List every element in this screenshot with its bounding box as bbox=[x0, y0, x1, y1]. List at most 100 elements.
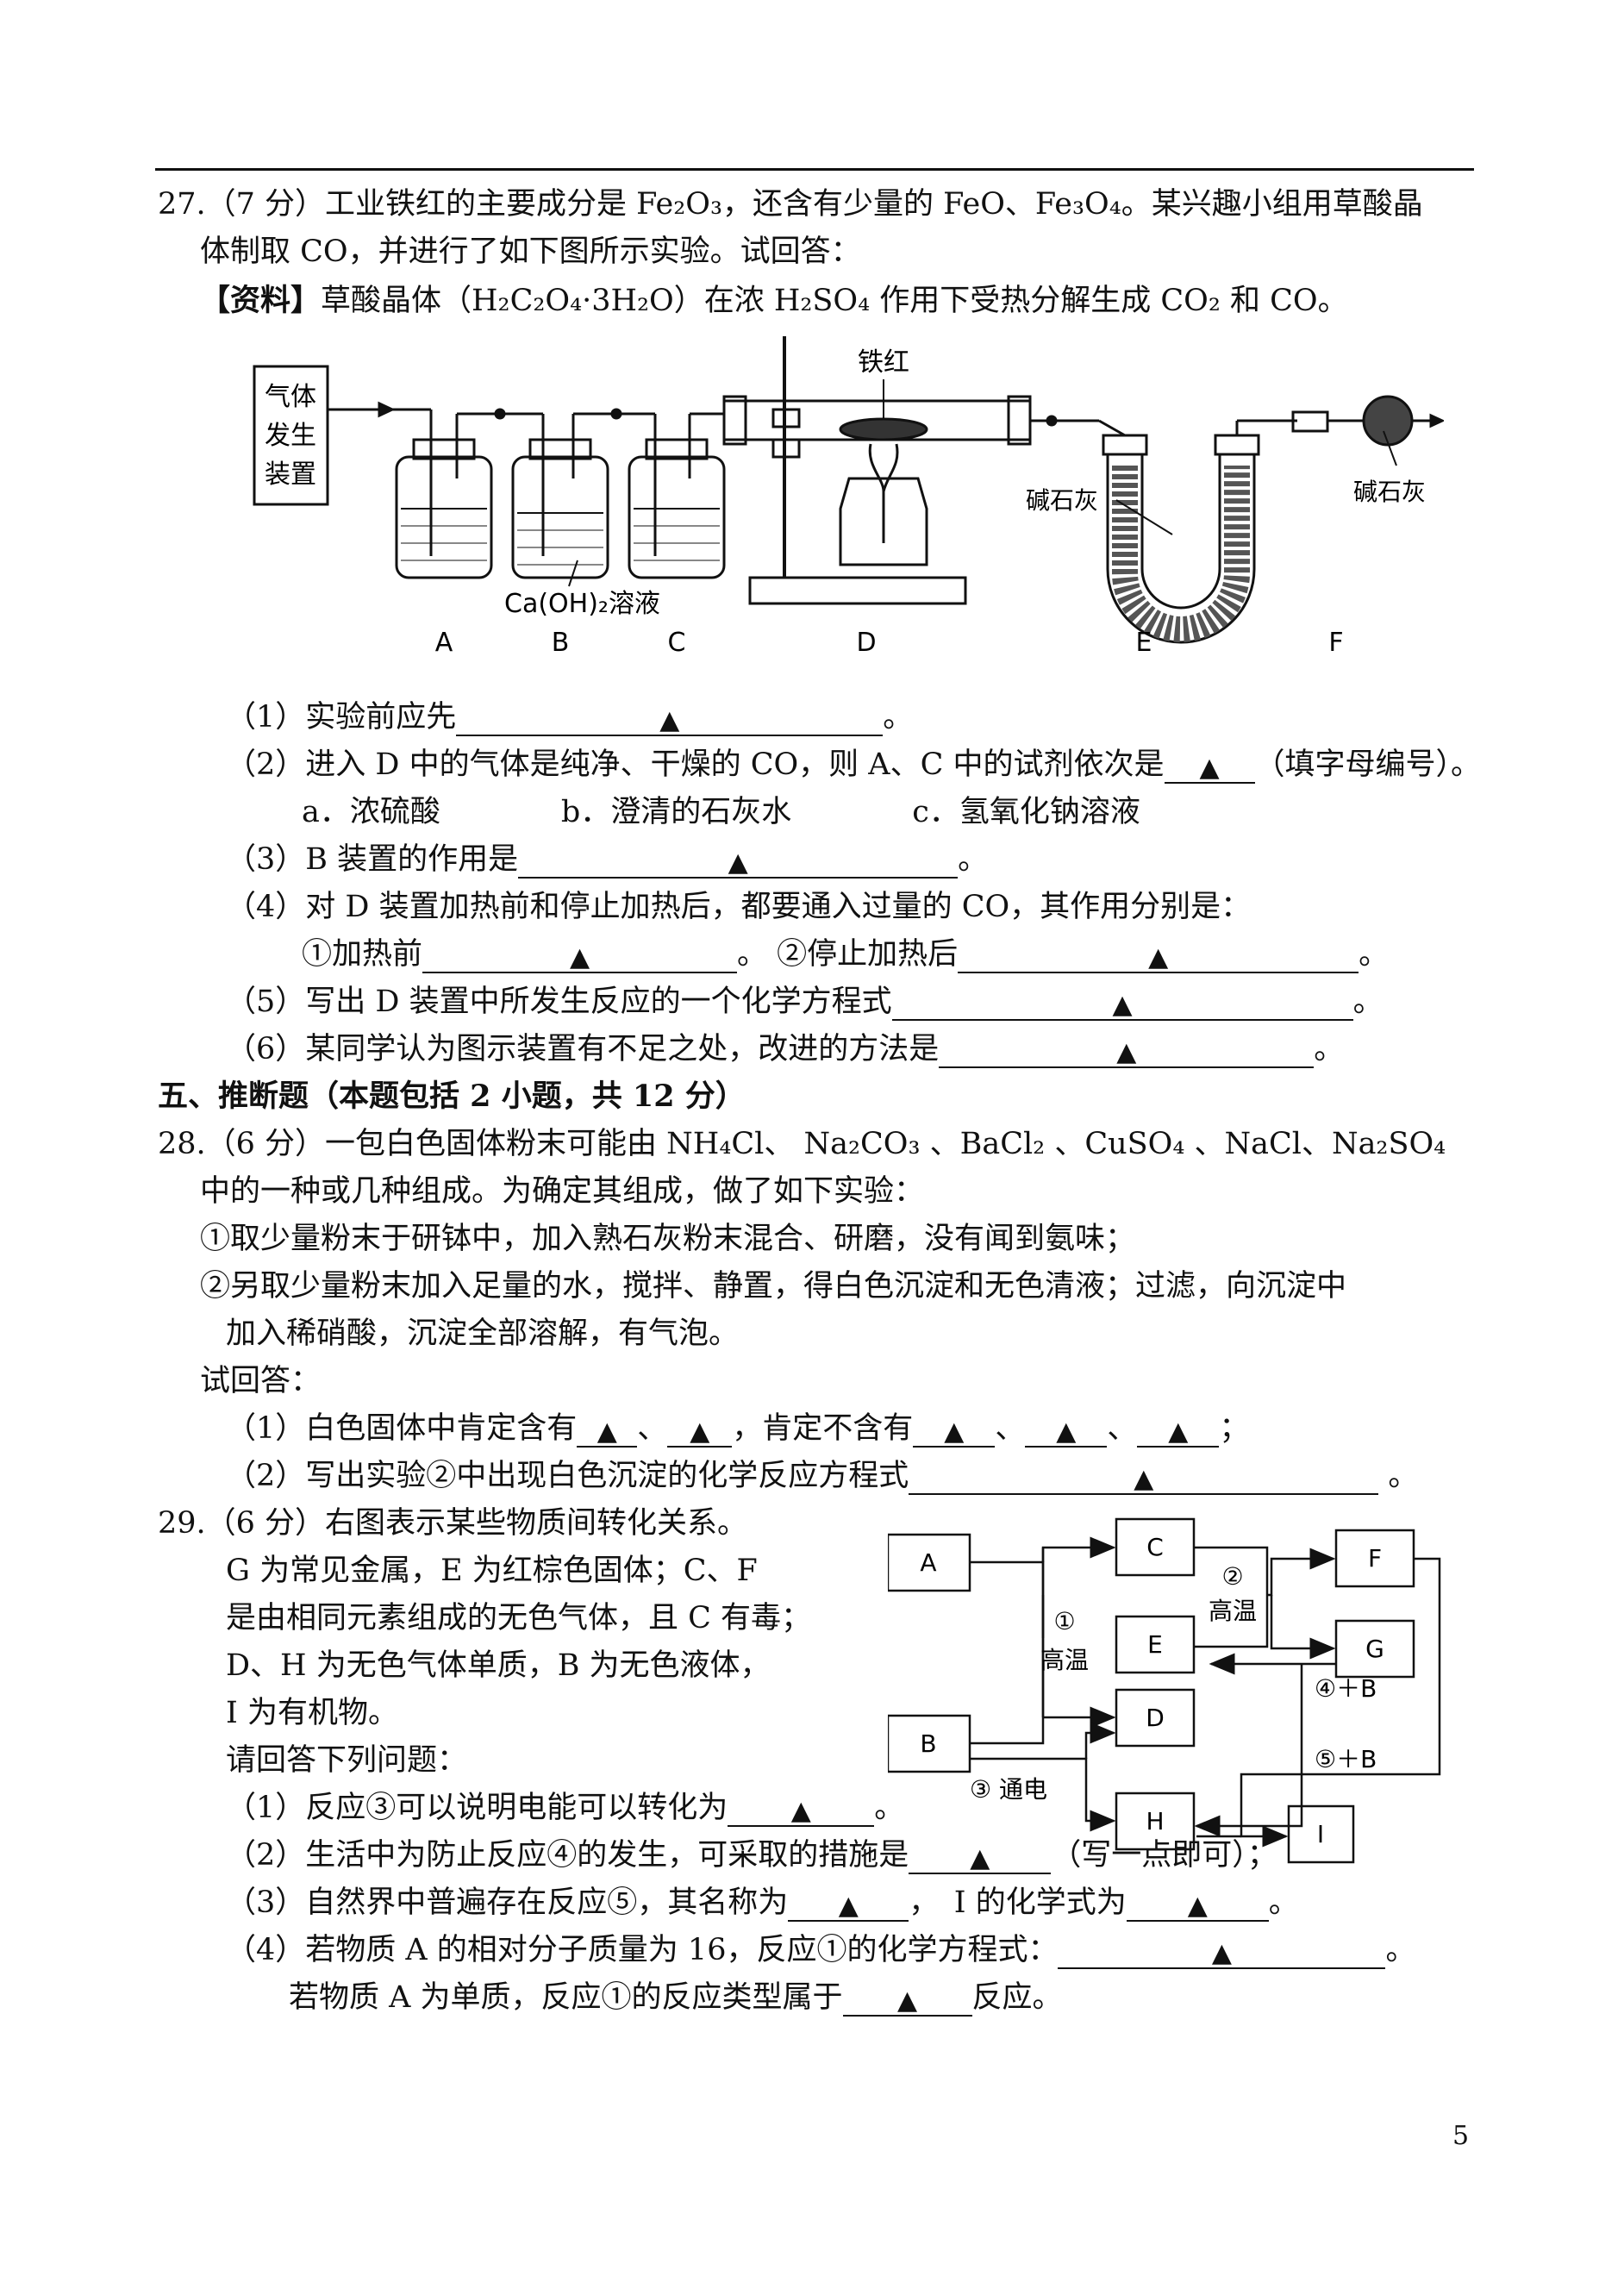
iron-red-label: 铁红 bbox=[858, 347, 909, 378]
label-reaction-5: ⑤＋B bbox=[1315, 1745, 1377, 1773]
q27-s4-parts: ①加热前▲。 ②停止加热后▲。 bbox=[302, 935, 1389, 973]
answer-blank[interactable]: ▲ bbox=[842, 1980, 972, 2017]
soda-lime-e-label: 碱石灰 bbox=[1026, 486, 1098, 515]
triangle-marker: ▲ bbox=[569, 942, 590, 972]
answer-blank[interactable]: ▲ bbox=[958, 937, 1359, 973]
info-tag: 【资料】 bbox=[200, 283, 322, 318]
gas-box-line1: 气体 bbox=[265, 382, 316, 412]
q27-s5: （5）写出 D 装置中所发生反应的一个化学方程式▲。 bbox=[226, 983, 1384, 1021]
triangle-marker: ▲ bbox=[1187, 1891, 1208, 1921]
gas-generator-box bbox=[253, 365, 329, 506]
triangle-marker: ▲ bbox=[970, 1843, 990, 1873]
q27-s1: （1）实验前应先▲。 bbox=[226, 698, 913, 736]
letter-f: F bbox=[1328, 628, 1343, 658]
triangle-marker: ▲ bbox=[896, 1985, 918, 2016]
triangle-marker: ▲ bbox=[597, 1416, 617, 1447]
label-reaction-3: ③ 通电 bbox=[970, 1775, 1047, 1804]
answer-blank[interactable]: ▲ bbox=[913, 1411, 996, 1448]
triangle-marker: ▲ bbox=[1211, 1938, 1232, 1968]
q27-intro-line2: 体制取 CO，并进行了如下图所示实验。试回答： bbox=[200, 235, 861, 269]
bottle-c bbox=[628, 438, 726, 579]
letter-b: B bbox=[552, 628, 570, 658]
answer-blank[interactable]: ▲ bbox=[1126, 1885, 1269, 1922]
caoh2-label: Ca(OH)₂溶液 bbox=[504, 589, 660, 619]
triangle-marker: ▲ bbox=[1112, 990, 1133, 1020]
letter-e: E bbox=[1136, 628, 1152, 658]
q29-line1: 29.（6 分）右图表示某些物质间转化关系。 bbox=[158, 1506, 748, 1541]
letter-c: C bbox=[668, 628, 686, 658]
q29-line4: D、H 为无色气体单质，B 为无色液体， bbox=[226, 1648, 771, 1683]
page-number: 5 bbox=[1452, 2121, 1470, 2151]
box-e bbox=[1115, 1615, 1196, 1674]
label-c: C bbox=[1146, 1533, 1164, 1561]
q28-line4: ②另取少量粉末加入足量的水，搅拌、静置，得白色沉淀和无色清液；过滤，向沉淀中 bbox=[200, 1269, 1347, 1304]
answer-blank[interactable]: ▲ bbox=[1058, 1933, 1386, 1969]
triangle-marker: ▲ bbox=[790, 1796, 811, 1826]
answer-blank[interactable]: ▲ bbox=[788, 1885, 909, 1922]
q27-s4: （4）对 D 装置加热前和停止加热后，都要通入过量的 CO，其作用分别是： bbox=[226, 890, 1252, 924]
gas-box-line2: 发生 bbox=[265, 421, 316, 451]
label-d: D bbox=[1146, 1704, 1165, 1732]
answer-blank[interactable]: ▲ bbox=[909, 1459, 1379, 1495]
label-f: F bbox=[1368, 1544, 1382, 1573]
q27-s6: （6）某同学认为图示装置有不足之处，改进的方法是▲。 bbox=[226, 1030, 1344, 1068]
label-high-temp-1: 高温 bbox=[1040, 1646, 1089, 1674]
answer-blank[interactable]: ▲ bbox=[422, 937, 738, 973]
q29-s3: （3）自然界中普遍存在反应⑤，其名称为▲， I 的化学式为▲。 bbox=[226, 1884, 1299, 1922]
soda-lime-f-label: 碱石灰 bbox=[1353, 478, 1426, 506]
triangle-marker: ▲ bbox=[1199, 753, 1220, 783]
box-g bbox=[1334, 1619, 1415, 1679]
answer-blank[interactable]: ▲ bbox=[1137, 1411, 1220, 1448]
answer-blank[interactable]: ▲ bbox=[909, 1838, 1052, 1874]
label-g: G bbox=[1365, 1635, 1384, 1663]
triangle-marker: ▲ bbox=[944, 1416, 965, 1447]
info-text: 草酸晶体（H₂C₂O₄·3H₂O）在浓 H₂SO₄ 作用下受热分解生成 CO₂ … bbox=[321, 284, 1348, 318]
q28-s1: （1）白色固体中肯定含有▲、▲，肯定不含有▲、▲、▲； bbox=[226, 1410, 1249, 1448]
answer-blank[interactable]: ▲ bbox=[518, 842, 959, 879]
answer-blank[interactable]: ▲ bbox=[891, 985, 1353, 1021]
bottle-b bbox=[511, 438, 609, 579]
answer-blank[interactable]: ▲ bbox=[728, 1791, 875, 1827]
stand-d bbox=[722, 336, 1032, 605]
label-a: A bbox=[920, 1548, 936, 1577]
triangle-marker: ▲ bbox=[728, 847, 748, 878]
q29-s4-line2: 若物质 A 为单质，反应①的反应类型属于▲反应。 bbox=[289, 1979, 1063, 2017]
triangle-marker: ▲ bbox=[838, 1891, 859, 1921]
q29-s2: （2）生活中为防止反应④的发生，可采取的措施是▲（写一点即可）； bbox=[226, 1836, 1277, 1874]
label-reaction-1: ① bbox=[1053, 1607, 1075, 1635]
answer-blank[interactable]: ▲ bbox=[1025, 1411, 1108, 1448]
triangle-marker: ▲ bbox=[1134, 1464, 1154, 1494]
q27-s2: （2）进入 D 中的气体是纯净、干燥的 CO，则 A、C 中的试剂依次是▲（填字… bbox=[226, 746, 1481, 784]
label-i: I bbox=[1317, 1820, 1324, 1848]
answer-blank[interactable]: ▲ bbox=[1164, 747, 1255, 784]
apparatus-figure: 气体 发生 装置 铁红 碱石灰 碱石灰 Ca(OH)₂溶液 A B C D E … bbox=[253, 336, 1444, 658]
answer-blank[interactable]: ▲ bbox=[577, 1411, 638, 1448]
box-i bbox=[1287, 1804, 1355, 1864]
answer-blank[interactable]: ▲ bbox=[939, 1032, 1315, 1068]
conversion-diagram: A B C E D H F G I ① 高温 ② 高温 ③ 通电 ④＋B ⑤＋B bbox=[888, 1517, 1441, 1864]
q28-line2: 中的一种或几种组成。为确定其组成，做了如下实验： bbox=[200, 1174, 925, 1209]
label-reaction-2: ② bbox=[1221, 1562, 1243, 1591]
triangle-marker: ▲ bbox=[690, 1416, 710, 1447]
triangle-marker: ▲ bbox=[1168, 1416, 1189, 1447]
top-rule bbox=[155, 168, 1474, 171]
bottle-a bbox=[395, 438, 493, 579]
letter-d: D bbox=[856, 628, 876, 658]
box-d bbox=[1115, 1688, 1196, 1748]
answer-blank[interactable]: ▲ bbox=[667, 1411, 733, 1448]
box-h bbox=[1115, 1792, 1196, 1851]
q27-info: 【资料】草酸晶体（H₂C₂O₄·3H₂O）在浓 H₂SO₄ 作用下受热分解生成 … bbox=[200, 282, 1348, 320]
q28-line5: 加入稀硝酸，沉淀全部溶解，有气泡。 bbox=[226, 1316, 740, 1351]
q28-s2: （2）写出实验②中出现白色沉淀的化学反应方程式▲ 。 bbox=[226, 1457, 1418, 1495]
drying-tube-f bbox=[1291, 395, 1444, 447]
q27-intro-line1: 27.（7 分）工业铁红的主要成分是 Fe₂O₃，还含有少量的 FeO、Fe₃O… bbox=[158, 187, 1423, 222]
q29-line6: 请回答下列问题： bbox=[226, 1743, 468, 1778]
answer-blank[interactable]: ▲ bbox=[456, 700, 884, 736]
q28-line1: 28.（6 分）一包白色固体粉末可能由 NH₄Cl、 Na₂CO₃ 、BaCl₂… bbox=[158, 1127, 1446, 1161]
label-b: B bbox=[920, 1729, 936, 1758]
label-h: H bbox=[1146, 1807, 1164, 1835]
triangle-marker: ▲ bbox=[1116, 1037, 1137, 1067]
triangle-marker: ▲ bbox=[1148, 942, 1169, 972]
q27-s2-options: a．浓硫酸 b．澄清的石灰水 c．氢氧化钠溶液 bbox=[302, 795, 1140, 829]
